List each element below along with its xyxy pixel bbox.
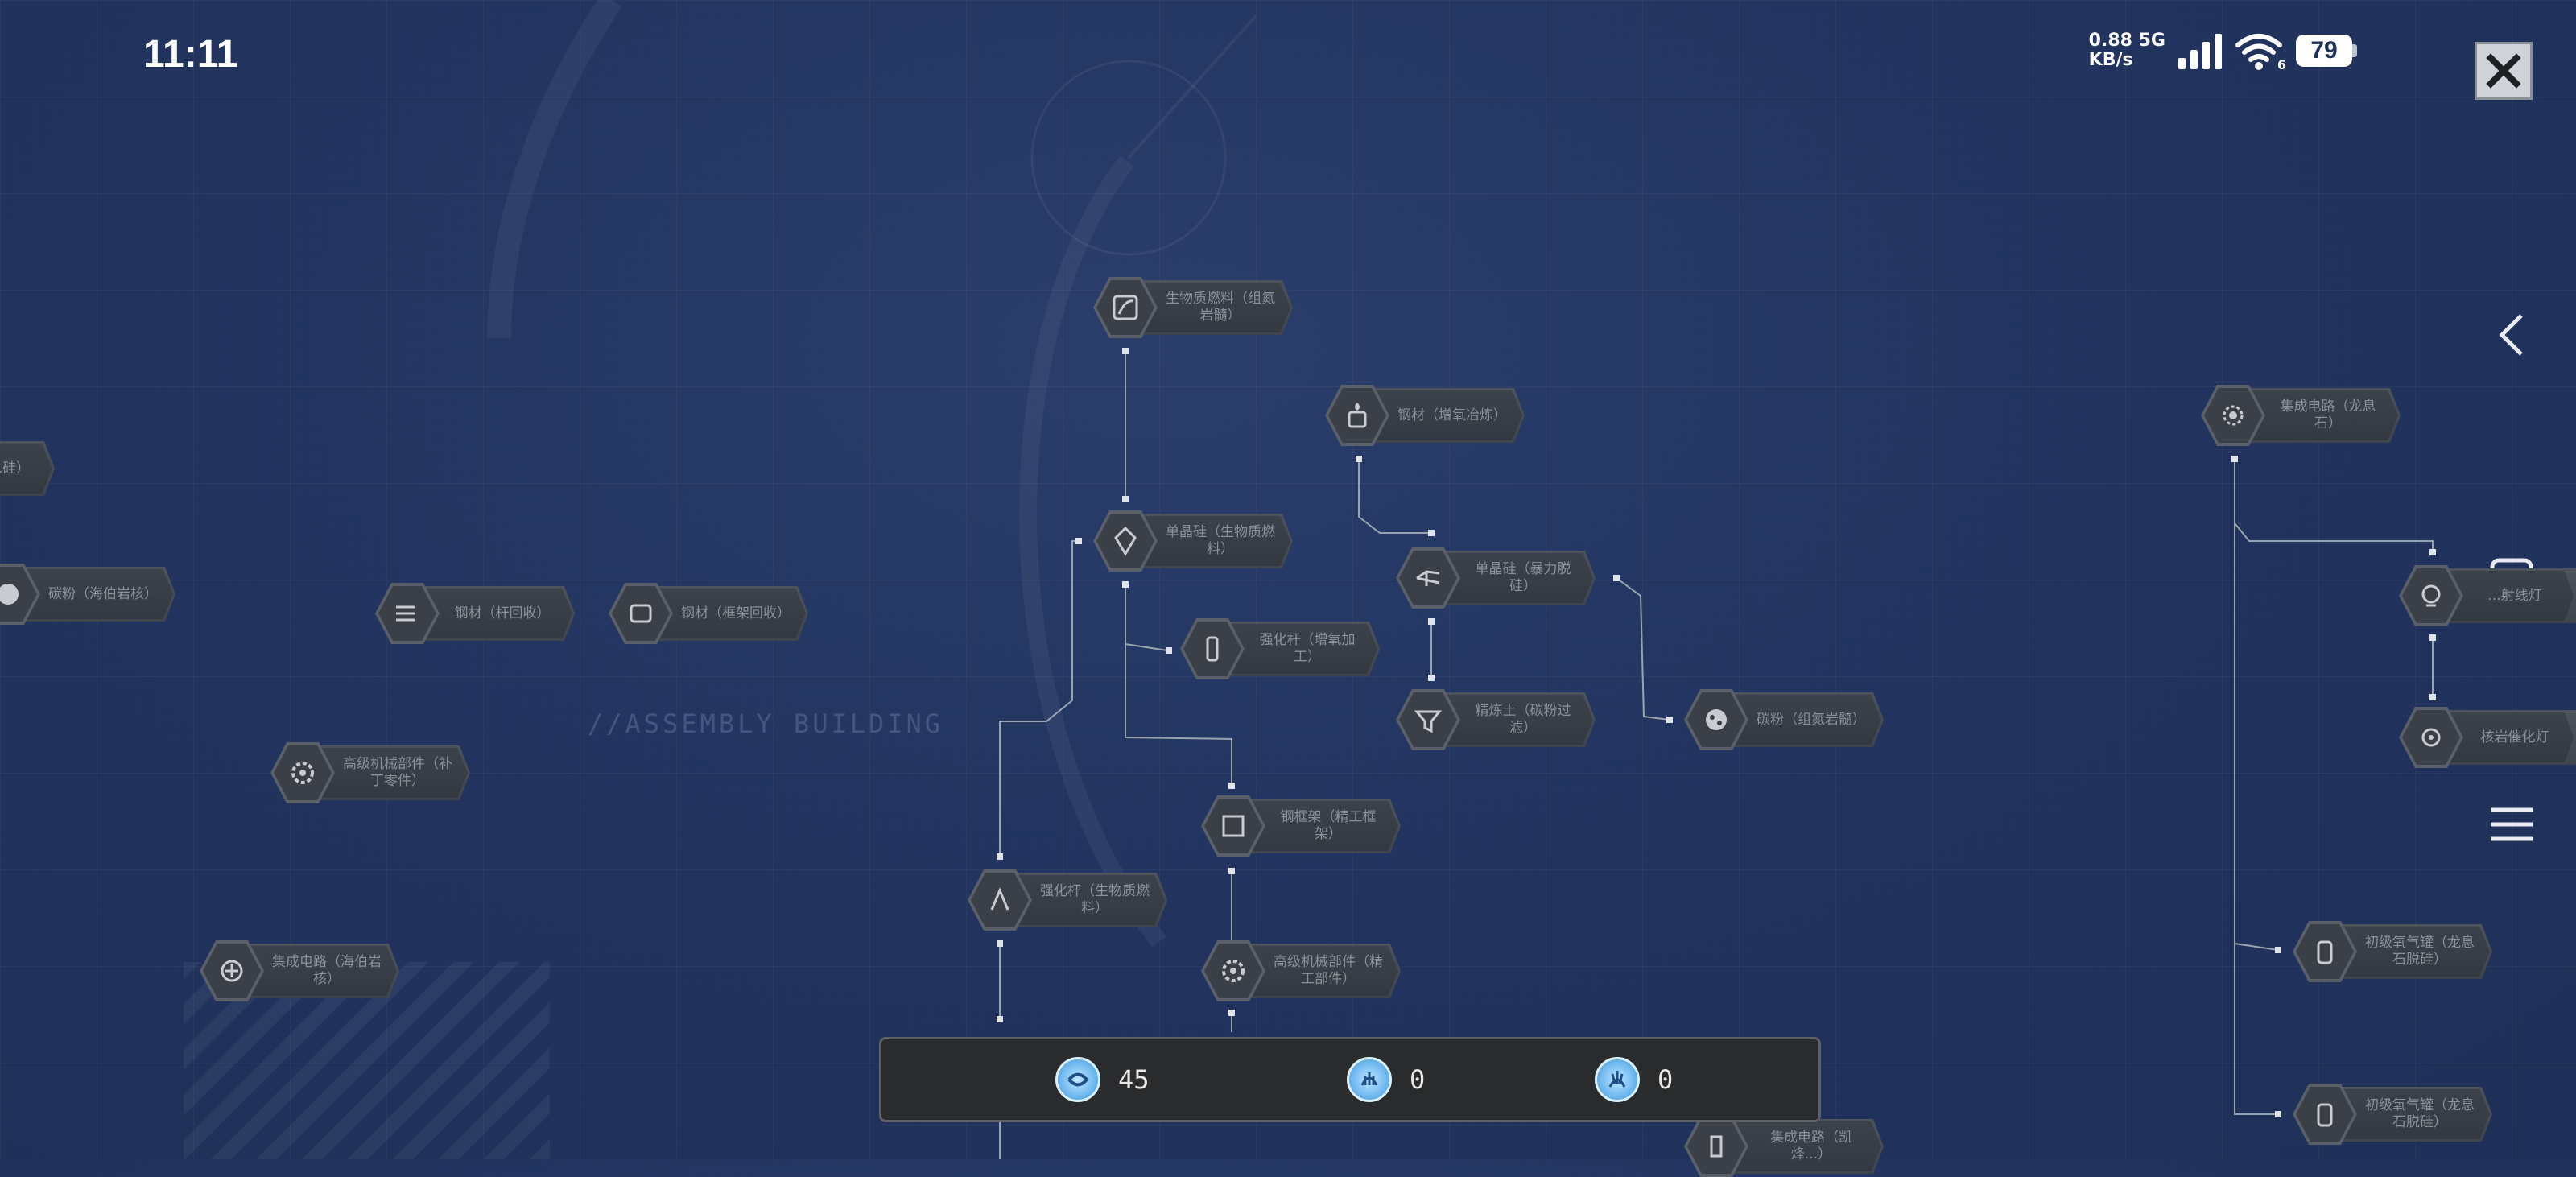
recipe-label: 集成电路（凯烽...） xyxy=(1770,1130,1852,1163)
recipe-node-n15[interactable]: 强化杆（生物质燃料） xyxy=(968,869,1167,931)
net-unit: KB/s xyxy=(2088,50,2133,70)
recipe-node-n16[interactable]: 高级机械部件（精工部件） xyxy=(1201,940,1401,1001)
resource-primary: 45 xyxy=(1055,1057,1150,1102)
resource-secondary-value: 0 xyxy=(1410,1064,1426,1095)
recipe-node-n7[interactable]: 精炼土（碳粉过滤） xyxy=(1396,689,1596,750)
recipe-label: 钢材（杆回收） xyxy=(454,605,551,622)
battery-level: 79 xyxy=(2296,35,2352,67)
wifi-icon: 6 xyxy=(2235,31,2286,72)
chevron-left-icon xyxy=(2499,314,2523,356)
rod-icon xyxy=(1206,636,1219,662)
recipe-label: 高级机械部件（精工部件） xyxy=(1274,954,1383,987)
recipe-node-n21[interactable]: 核岩催化灯 xyxy=(2399,707,2576,768)
recipe-label: 高级机械部件（补丁零件） xyxy=(343,756,452,789)
wifi-badge: 6 xyxy=(2277,57,2286,72)
recipe-label: 集成电路（海伯岩核） xyxy=(272,954,382,987)
status-time: 11:11 xyxy=(143,33,238,76)
recipe-label: 初级氧气罐（龙息石脱硅） xyxy=(2365,1097,2475,1130)
recipe-label: 钢材（框架回收） xyxy=(681,605,791,622)
recipe-node-n3[interactable]: 集成电路（龙息石） xyxy=(2201,385,2401,446)
lamp-icon xyxy=(2421,728,2441,747)
resource-bar: 45 0 0 xyxy=(879,1037,1821,1122)
recipe-label: 核岩催化灯 xyxy=(2480,729,2549,745)
leaf-box-icon xyxy=(1113,295,1138,320)
resource-secondary: 0 xyxy=(1347,1057,1425,1102)
recipe-label: ...射线灯 xyxy=(2487,587,2542,604)
cog-icon xyxy=(291,762,314,784)
recipe-node-n4[interactable]: 单晶硅（生物质燃料） xyxy=(1093,510,1293,572)
network-speed: 0.88 5G KB/s xyxy=(2089,31,2165,70)
recipe-node-n1[interactable]: 生物质燃料（组氮岩髓） xyxy=(1093,277,1293,338)
recipe-label: 集成电路（龙息石） xyxy=(2280,399,2376,432)
back-button[interactable] xyxy=(2487,311,2536,359)
powder-icon xyxy=(0,584,19,605)
resource-tertiary-value: 0 xyxy=(1657,1064,1674,1095)
recipe-label: 强化杆（生物质燃料） xyxy=(1040,883,1150,916)
recipe-node-n9[interactable]: 钢材（杆回收） xyxy=(375,583,575,644)
gear-chip-icon xyxy=(1710,1135,1723,1158)
recipe-node-n12[interactable]: 单晶硅（...硅） xyxy=(0,438,55,499)
battery-icon: 79 xyxy=(2296,35,2357,67)
recipe-label: 单晶硅（暴力脱硅） xyxy=(1475,561,1571,594)
resource-primary-icon xyxy=(1055,1057,1100,1102)
resource-primary-value: 45 xyxy=(1118,1064,1150,1095)
recipe-label: 生物质燃料（组氮岩髓） xyxy=(1166,291,1275,324)
recipe-label: 单晶硅（...硅） xyxy=(0,460,31,477)
recipe-node-n13[interactable]: 高级机械部件（补丁零件） xyxy=(270,742,470,803)
cog-icon xyxy=(1222,960,1245,982)
gear-chip-icon xyxy=(221,960,243,982)
recipe-node-n2[interactable]: 钢材（增氧冶炼） xyxy=(1325,385,1525,446)
fire-pot-icon xyxy=(1348,403,1367,428)
filter-icon xyxy=(1414,710,1443,733)
powder-icon xyxy=(1706,709,1727,730)
close-button[interactable] xyxy=(2475,42,2533,100)
signal-icon xyxy=(2178,32,2222,69)
recipe-label: 碳粉（海伯岩核） xyxy=(48,585,158,602)
recipe-label: 强化杆（增氧加工） xyxy=(1259,632,1356,665)
status-indicators: 0.88 5G KB/s 6 79 xyxy=(2089,31,2357,72)
close-icon xyxy=(2486,53,2521,89)
recipe-node-n17[interactable]: 集成电路（海伯岩核） xyxy=(200,940,399,1001)
resource-tertiary: 0 xyxy=(1595,1057,1673,1102)
frame-icon xyxy=(630,604,652,623)
recipe-node-n19[interactable]: 初级氧气罐（龙息石脱硅） xyxy=(2293,1084,2492,1145)
net-speed-value: 0.88 xyxy=(2088,31,2132,51)
rod-icon xyxy=(990,887,1009,911)
bars-icon xyxy=(396,605,415,622)
frame-icon xyxy=(1222,815,1245,837)
tank-icon xyxy=(2317,940,2333,964)
hamburger-icon xyxy=(2491,807,2533,841)
recipe-label: 单晶硅（生物质燃料） xyxy=(1166,524,1275,557)
recipe-label: 初级氧气罐（龙息石脱硅） xyxy=(2365,935,2475,968)
recipe-node-n6[interactable]: 强化杆（增氧加工） xyxy=(1180,618,1380,679)
recipe-label: 钢框架（精工框架） xyxy=(1280,809,1377,842)
net-type: 5G xyxy=(2138,31,2165,51)
fist-icon xyxy=(1416,570,1440,586)
assembly-building-watermark: //ASSEMBLY BUILDING xyxy=(588,708,944,739)
crystal-icon xyxy=(1114,526,1137,556)
recipe-node-n10[interactable]: 钢材（框架回收） xyxy=(609,583,808,644)
recipe-node-n11[interactable]: 碳粉（海伯岩核） xyxy=(0,564,175,625)
tank-icon xyxy=(2317,1103,2333,1127)
recipe-node-n5[interactable]: 单晶硅（暴力脱硅） xyxy=(1396,547,1596,609)
recipe-label: 钢材（增氧冶炼） xyxy=(1397,407,1507,423)
menu-button[interactable] xyxy=(2487,800,2536,849)
recipe-node-n22[interactable]: 集成电路（凯烽...） xyxy=(1684,1116,1884,1177)
recipe-label: 碳粉（组氮岩髓） xyxy=(1757,711,1866,728)
resource-secondary-icon xyxy=(1347,1057,1392,1102)
resource-tertiary-icon xyxy=(1595,1057,1640,1102)
recipe-node-n18[interactable]: 初级氧气罐（龙息石脱硅） xyxy=(2293,921,2492,982)
recipe-node-n20[interactable]: ...射线灯 xyxy=(2399,565,2576,626)
recipe-node-n8[interactable]: 碳粉（组氮岩髓） xyxy=(1684,689,1884,750)
lamp-icon xyxy=(2421,584,2441,607)
recipe-node-n14[interactable]: 钢框架（精工框架） xyxy=(1201,795,1401,857)
gear-chip-icon xyxy=(2223,405,2244,426)
recipe-label: 精炼土（碳粉过滤） xyxy=(1475,703,1571,736)
